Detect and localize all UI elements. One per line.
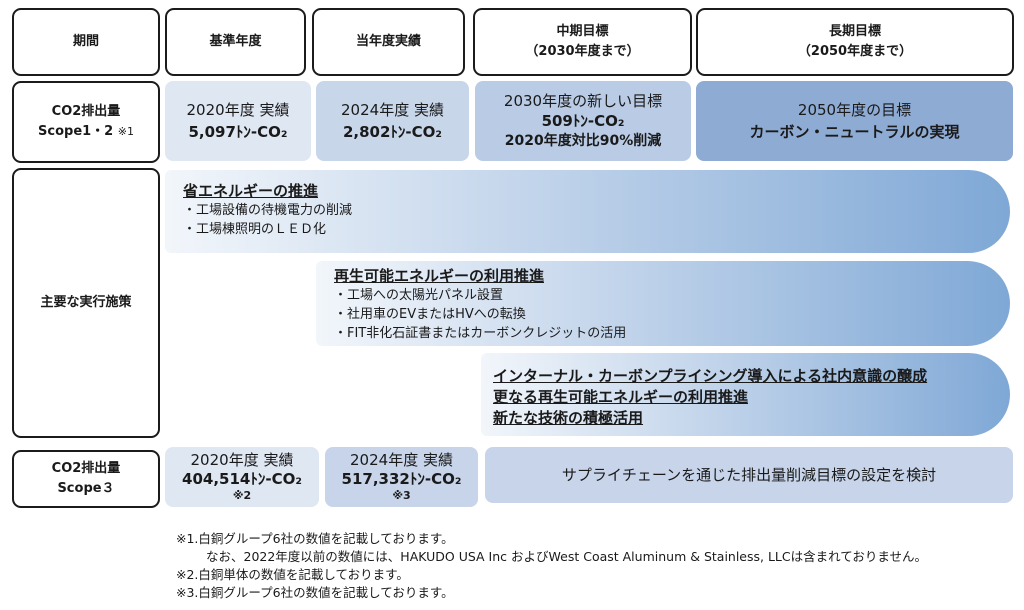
measures-label-text: 主要な実行施策 — [40, 295, 132, 310]
scope12-mid-term-target: 2030年度の新しい目標 509ﾄﾝ-CO₂ 2020年度対比90%削減 — [475, 81, 691, 161]
header-period: 期間 — [12, 8, 160, 76]
arrow-energy-saving: 省エネルギーの推進 ・工場設備の待機電力の削減 ・工場棟照明のＬＥＤ化 — [165, 170, 1010, 253]
renewable-title: 再生可能エネルギーの利用推進 — [334, 267, 545, 285]
scope3-label-line1: CO2排出量 — [51, 461, 121, 476]
scope12-base-year: 2020年度 実績 5,097ﾄﾝ-CO₂ — [165, 81, 311, 161]
header-long-term-line1: 長期目標 — [828, 24, 881, 39]
header-period-label: 期間 — [72, 34, 99, 49]
future-initiative-line: インターナル・カーボンプライシング導入による社内意識の醸成 — [493, 367, 928, 385]
scope12-label-line2: Scope1・2 ※1 — [38, 122, 134, 142]
header-long-term: 長期目標 （2050年度まで） — [696, 8, 1014, 76]
header-current-year-label: 当年度実績 — [355, 34, 421, 49]
scope3-base-year-note: ※2 — [232, 489, 252, 502]
header-mid-term-line1: 中期目標 — [556, 24, 609, 39]
scope3-plan: サプライチェーンを通じた排出量削減目標の設定を検討 — [485, 447, 1013, 503]
scope3-base-year-value: 404,514ﾄﾝ-CO₂ — [182, 470, 302, 488]
renewable-item: ・FIT非化石証書またはカーボンクレジットの活用 — [334, 326, 627, 341]
footnote-2: ※2.白銅単体の数値を記載しております。 — [176, 567, 409, 582]
arrow-renewable: 再生可能エネルギーの利用推進 ・工場への太陽光パネル設置 ・社用車のEVまたはH… — [316, 261, 1010, 346]
scope3-label-line2: Scope３ — [57, 481, 115, 496]
header-mid-term: 中期目標 （2030年度まで） — [473, 8, 692, 76]
header-current-year: 当年度実績 — [312, 8, 465, 76]
scope3-plan-text: サプライチェーンを通じた排出量削減目標の設定を検討 — [561, 466, 937, 484]
scope12-mid-term-value: 509ﾄﾝ-CO₂ — [541, 112, 625, 130]
scope12-base-year-label: 2020年度 実績 — [186, 101, 290, 119]
future-initiative-line: 新たな技術の積極活用 — [493, 409, 644, 427]
scope12-label-note: ※1 — [117, 125, 134, 138]
scope12-long-term-label: 2050年度の目標 — [797, 101, 912, 119]
scope12-base-year-value: 5,097ﾄﾝ-CO₂ — [188, 123, 288, 141]
header-mid-term-line2: （2030年度まで） — [525, 44, 640, 59]
footnote-3: ※3.白銅グループ6社の数値を記載しております。 — [176, 585, 454, 600]
measures-label: 主要な実行施策 — [12, 168, 160, 438]
scope3-current-year-label: 2024年度 実績 — [350, 451, 453, 469]
scope3-label: CO2排出量 Scope３ — [12, 450, 160, 508]
scope12-current-year: 2024年度 実績 2,802ﾄﾝ-CO₂ — [316, 81, 469, 161]
arrow-future-initiatives: インターナル・カーボンプライシング導入による社内意識の醸成 更なる再生可能エネル… — [481, 353, 1010, 436]
scope12-long-term-goal: カーボン・ニュートラルの実現 — [749, 123, 960, 141]
renewable-item: ・工場への太陽光パネル設置 — [334, 288, 504, 303]
scope12-mid-term-reduction: 2020年度対比90%削減 — [504, 133, 662, 149]
future-initiative-line: 更なる再生可能エネルギーの利用推進 — [493, 388, 749, 406]
header-base-year-label: 基準年度 — [209, 34, 262, 49]
header-base-year: 基準年度 — [165, 8, 306, 76]
scope12-current-year-label: 2024年度 実績 — [341, 101, 444, 119]
footnote-1-detail: なお、2022年度以前の数値には、HAKUDO USA Inc およびWest … — [206, 549, 928, 564]
scope3-current-year-value: 517,332ﾄﾝ-CO₂ — [341, 470, 462, 488]
energy-saving-item: ・工場棟照明のＬＥＤ化 — [183, 222, 327, 237]
scope12-mid-term-label: 2030年度の新しい目標 — [503, 92, 663, 110]
scope3-base-year-label: 2020年度 実績 — [190, 451, 294, 469]
footnote-1: ※1.白銅グループ6社の数値を記載しております。 — [176, 531, 454, 546]
scope12-current-year-value: 2,802ﾄﾝ-CO₂ — [342, 123, 442, 141]
scope12-label-line1: CO2排出量 — [51, 104, 121, 119]
scope12-label: CO2排出量 Scope1・2 ※1 — [12, 81, 160, 163]
header-long-term-line2: （2050年度まで） — [797, 44, 913, 59]
scope3-current-year-note: ※3 — [392, 489, 411, 502]
scope12-long-term-target: 2050年度の目標 カーボン・ニュートラルの実現 — [696, 81, 1013, 161]
energy-saving-title: 省エネルギーの推進 — [183, 182, 319, 200]
energy-saving-item: ・工場設備の待機電力の削減 — [183, 203, 353, 218]
scope3-base-year: 2020年度 実績 404,514ﾄﾝ-CO₂ ※2 — [165, 447, 319, 507]
scope3-current-year: 2024年度 実績 517,332ﾄﾝ-CO₂ ※3 — [325, 447, 478, 507]
footnotes: ※1.白銅グループ6社の数値を記載しております。 なお、2022年度以前の数値に… — [176, 530, 927, 602]
scope12-label-scope: Scope1・2 — [38, 124, 114, 139]
renewable-item: ・社用車のEVまたはHVへの転換 — [334, 307, 526, 322]
